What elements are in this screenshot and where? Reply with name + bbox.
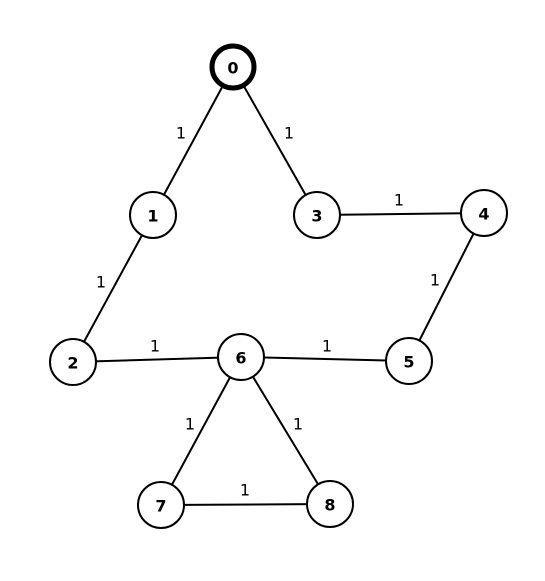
- edge-3-4: [316, 212, 485, 216]
- edge-0-3: [232, 66, 318, 216]
- node-7: 7: [137, 481, 185, 529]
- node-circle: [129, 191, 177, 239]
- edge-4-5: [408, 212, 485, 362]
- edge-weight-6-8: 1: [293, 415, 303, 434]
- node-3: 3: [293, 191, 341, 239]
- edge-6-8: [240, 356, 331, 505]
- edge-weight-0-3: 1: [284, 124, 294, 143]
- node-label: 0: [227, 59, 238, 78]
- node-label: 3: [311, 207, 322, 226]
- node-circle: [385, 337, 433, 385]
- edge-weight-1-2: 1: [96, 273, 106, 292]
- node-circle: [306, 480, 354, 528]
- edge-6-7: [160, 356, 242, 506]
- edges-layer: [72, 66, 485, 506]
- node-2: 2: [49, 338, 97, 386]
- node-1: 1: [129, 191, 177, 239]
- edge-2-6: [72, 356, 242, 363]
- node-circle: [49, 338, 97, 386]
- node-0: 0: [209, 43, 257, 91]
- edge-weight-2-6: 1: [150, 337, 160, 356]
- edge-6-5: [240, 356, 410, 362]
- edge-weight-4-5: 1: [430, 271, 440, 290]
- node-label: 5: [403, 353, 414, 372]
- node-label: 2: [67, 354, 78, 373]
- node-8: 8: [306, 480, 354, 528]
- edge-7-8: [160, 503, 331, 506]
- node-label: 6: [235, 349, 246, 368]
- node-circle: [293, 191, 341, 239]
- node-6: 6: [217, 333, 265, 381]
- edge-weight-3-4: 1: [394, 191, 404, 210]
- root-node-circle: [209, 43, 257, 91]
- node-5: 5: [385, 337, 433, 385]
- edge-weight-0-1: 1: [176, 124, 186, 143]
- edge-weight-6-7: 1: [185, 415, 195, 434]
- edge-weight-6-5: 1: [322, 337, 332, 356]
- edge-weights-layer: 1 1 1 1 1 1 1 1 1 1: [96, 124, 440, 500]
- node-label: 8: [324, 496, 335, 515]
- node-circle: [217, 333, 265, 381]
- edge-weight-7-8: 1: [240, 481, 250, 500]
- node-circle: [460, 189, 508, 237]
- node-4: 4: [460, 189, 508, 237]
- node-label: 4: [478, 205, 489, 224]
- edge-1-2: [72, 214, 154, 363]
- node-label: 1: [147, 207, 158, 226]
- node-label: 7: [155, 497, 166, 516]
- node-circle: [137, 481, 185, 529]
- edge-0-1: [152, 66, 234, 216]
- nodes-layer: 0 1 2 3 4 5 6 7 8: [49, 43, 508, 529]
